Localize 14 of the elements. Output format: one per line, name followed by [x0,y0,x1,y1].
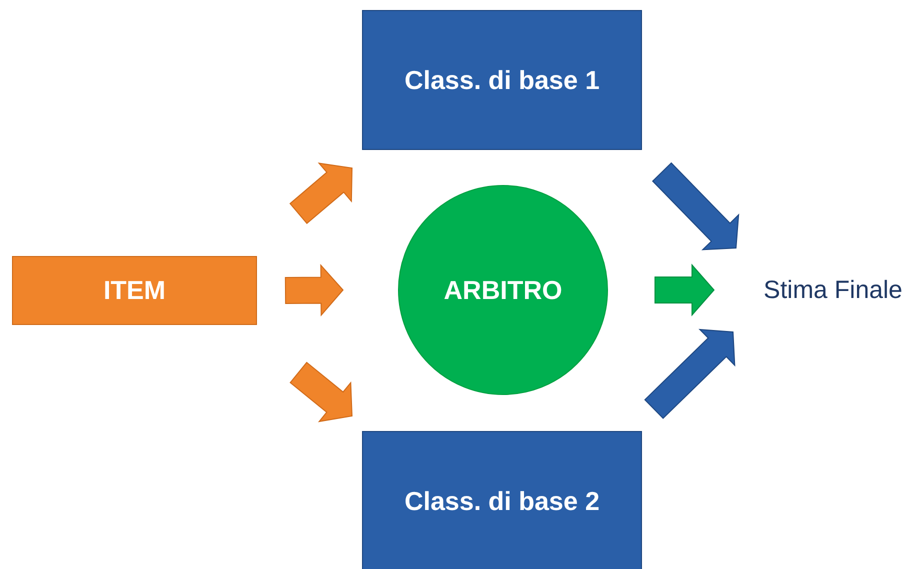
node-label: Class. di base 1 [404,64,600,96]
block-arrow [284,264,344,317]
process-box [362,10,642,150]
block-arrow [644,328,736,419]
block-arrow [289,162,352,224]
block-arrow [290,362,353,422]
block-arrow [652,162,740,250]
node-label: ITEM [103,275,166,306]
process-box [12,256,257,325]
node-label: ARBITRO [444,274,562,306]
block-arrow [654,264,715,316]
node-label: Class. di base 2 [404,486,600,516]
process-box [362,431,642,569]
output-label: Stima Finale [764,276,902,304]
